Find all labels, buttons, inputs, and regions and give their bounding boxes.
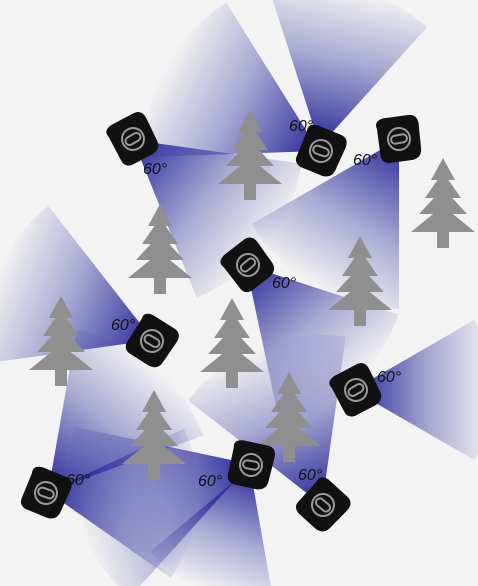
angle-label: 60° — [353, 152, 378, 169]
angle-label: 60° — [289, 118, 314, 135]
angle-label: 60° — [143, 161, 168, 178]
angle-label: 60° — [198, 473, 223, 490]
angle-label: 60° — [111, 317, 136, 334]
camera-icon — [374, 113, 424, 166]
angle-label: 60° — [66, 472, 91, 489]
angle-label: 60° — [272, 275, 297, 292]
angle-label: 60° — [298, 467, 323, 484]
angle-label: 60° — [377, 369, 402, 386]
